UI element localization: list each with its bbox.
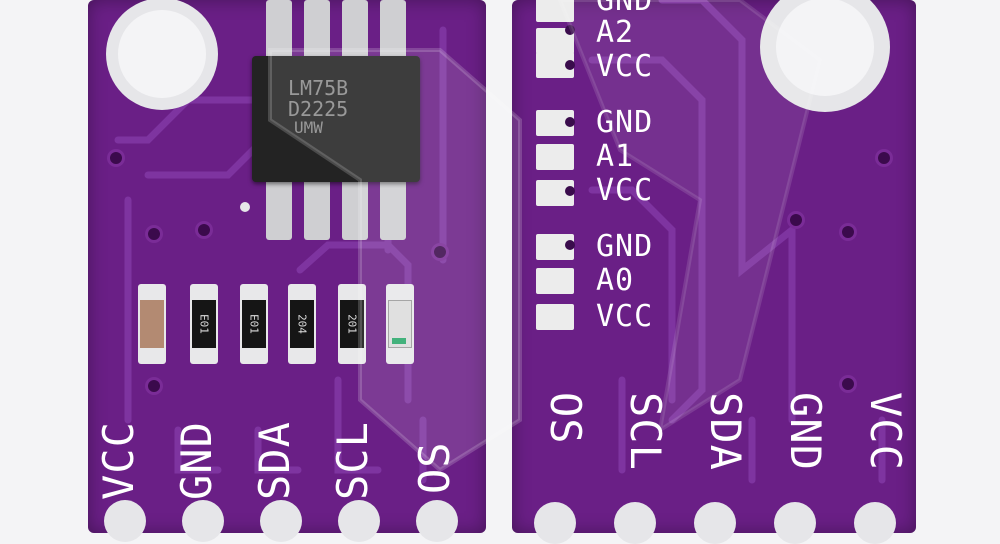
chip-line-3: UMW — [294, 118, 323, 137]
via — [842, 378, 854, 390]
header-pin-hole — [416, 500, 458, 542]
chip-pin — [380, 0, 406, 62]
address-label: A1 — [596, 139, 635, 174]
pin-label-scl: SCL — [328, 421, 377, 500]
via — [148, 228, 160, 240]
via — [240, 202, 250, 212]
jumper-pad — [536, 0, 574, 22]
mounting-hole-right-inner — [776, 0, 874, 96]
resistor-code: E01 — [247, 314, 261, 334]
chip-pin — [266, 0, 292, 62]
via — [148, 380, 160, 392]
header-pin-hole — [338, 500, 380, 542]
resistor: 201 — [338, 284, 366, 364]
pin-label-vcc: VCC — [94, 421, 143, 500]
header-pin-hole — [260, 500, 302, 542]
chip-pin — [266, 178, 292, 240]
chip-pin — [380, 178, 406, 240]
via — [878, 152, 890, 164]
pin-label-os: OS — [541, 392, 590, 445]
chip-line-2: D2225 — [288, 97, 349, 121]
jumper-pad — [536, 268, 574, 294]
resistor: E01 — [190, 284, 218, 364]
address-label: VCC — [596, 49, 654, 84]
chip-pin — [342, 178, 368, 240]
resistor-code: 201 — [345, 314, 359, 334]
address-label: A0 — [596, 263, 635, 298]
right-board-back: GND A2 VCC GND A1 VCC GND A0 VCC OS SCL … — [512, 0, 916, 544]
pin-label-vcc: VCC — [861, 392, 910, 471]
address-label: GND — [596, 105, 654, 140]
jumper-via — [565, 240, 575, 250]
address-label: A2 — [596, 15, 635, 50]
left-board-front: LM75B D2225 UMW E01 E01 204 — [88, 0, 486, 542]
pcb-photo-scene: LM75B D2225 UMW E01 E01 204 — [88, 0, 916, 544]
resistor-body — [340, 300, 364, 348]
right-board-traces — [588, 0, 886, 484]
jumper-pad — [536, 144, 574, 170]
chip-pin — [342, 0, 368, 62]
pin-label-scl: SCL — [621, 392, 670, 471]
header-pin-hole — [694, 502, 736, 544]
chip-marking: LM75B D2225 UMW — [288, 78, 348, 137]
address-label: VCC — [596, 173, 654, 208]
resistor: 204 — [288, 284, 316, 364]
via — [842, 226, 854, 238]
chip-pin — [304, 0, 330, 62]
via — [434, 246, 446, 258]
pin-label-gnd: GND — [172, 421, 221, 500]
capacitor — [138, 284, 166, 364]
resistor-code: E01 — [197, 314, 211, 334]
header-pin-hole — [854, 502, 896, 544]
via — [198, 224, 210, 236]
via — [790, 214, 802, 226]
jumper-via — [565, 25, 575, 35]
resistor-body — [242, 300, 266, 348]
led-marker — [392, 338, 406, 344]
jumper-pad — [536, 304, 574, 330]
chip-line-1: LM75B — [288, 76, 349, 100]
jumper-via — [565, 186, 575, 196]
lm75b-chip: LM75B D2225 UMW — [252, 56, 420, 182]
pin-label-sda: SDA — [701, 392, 750, 471]
resistor: E01 — [240, 284, 268, 364]
pin-label-sda: SDA — [250, 421, 299, 500]
header-pin-hole — [534, 502, 576, 544]
chip-pin — [304, 178, 330, 240]
pin-label-gnd: GND — [781, 392, 830, 471]
header-pin-hole — [614, 502, 656, 544]
jumper-via — [565, 60, 575, 70]
address-label: GND — [596, 0, 654, 18]
address-label: GND — [596, 229, 654, 264]
mounting-hole-left-inner — [118, 10, 206, 98]
jumper-via — [565, 117, 575, 127]
pin-label-os: OS — [410, 441, 459, 494]
via — [110, 152, 122, 164]
capacitor-body — [140, 300, 164, 348]
address-label: VCC — [596, 299, 654, 334]
header-pin-hole — [104, 500, 146, 542]
resistor-body — [192, 300, 216, 348]
resistor-body — [290, 300, 314, 348]
header-pin-hole — [774, 502, 816, 544]
resistor-code: 204 — [295, 314, 309, 334]
led — [386, 284, 414, 364]
header-pin-hole — [182, 500, 224, 542]
